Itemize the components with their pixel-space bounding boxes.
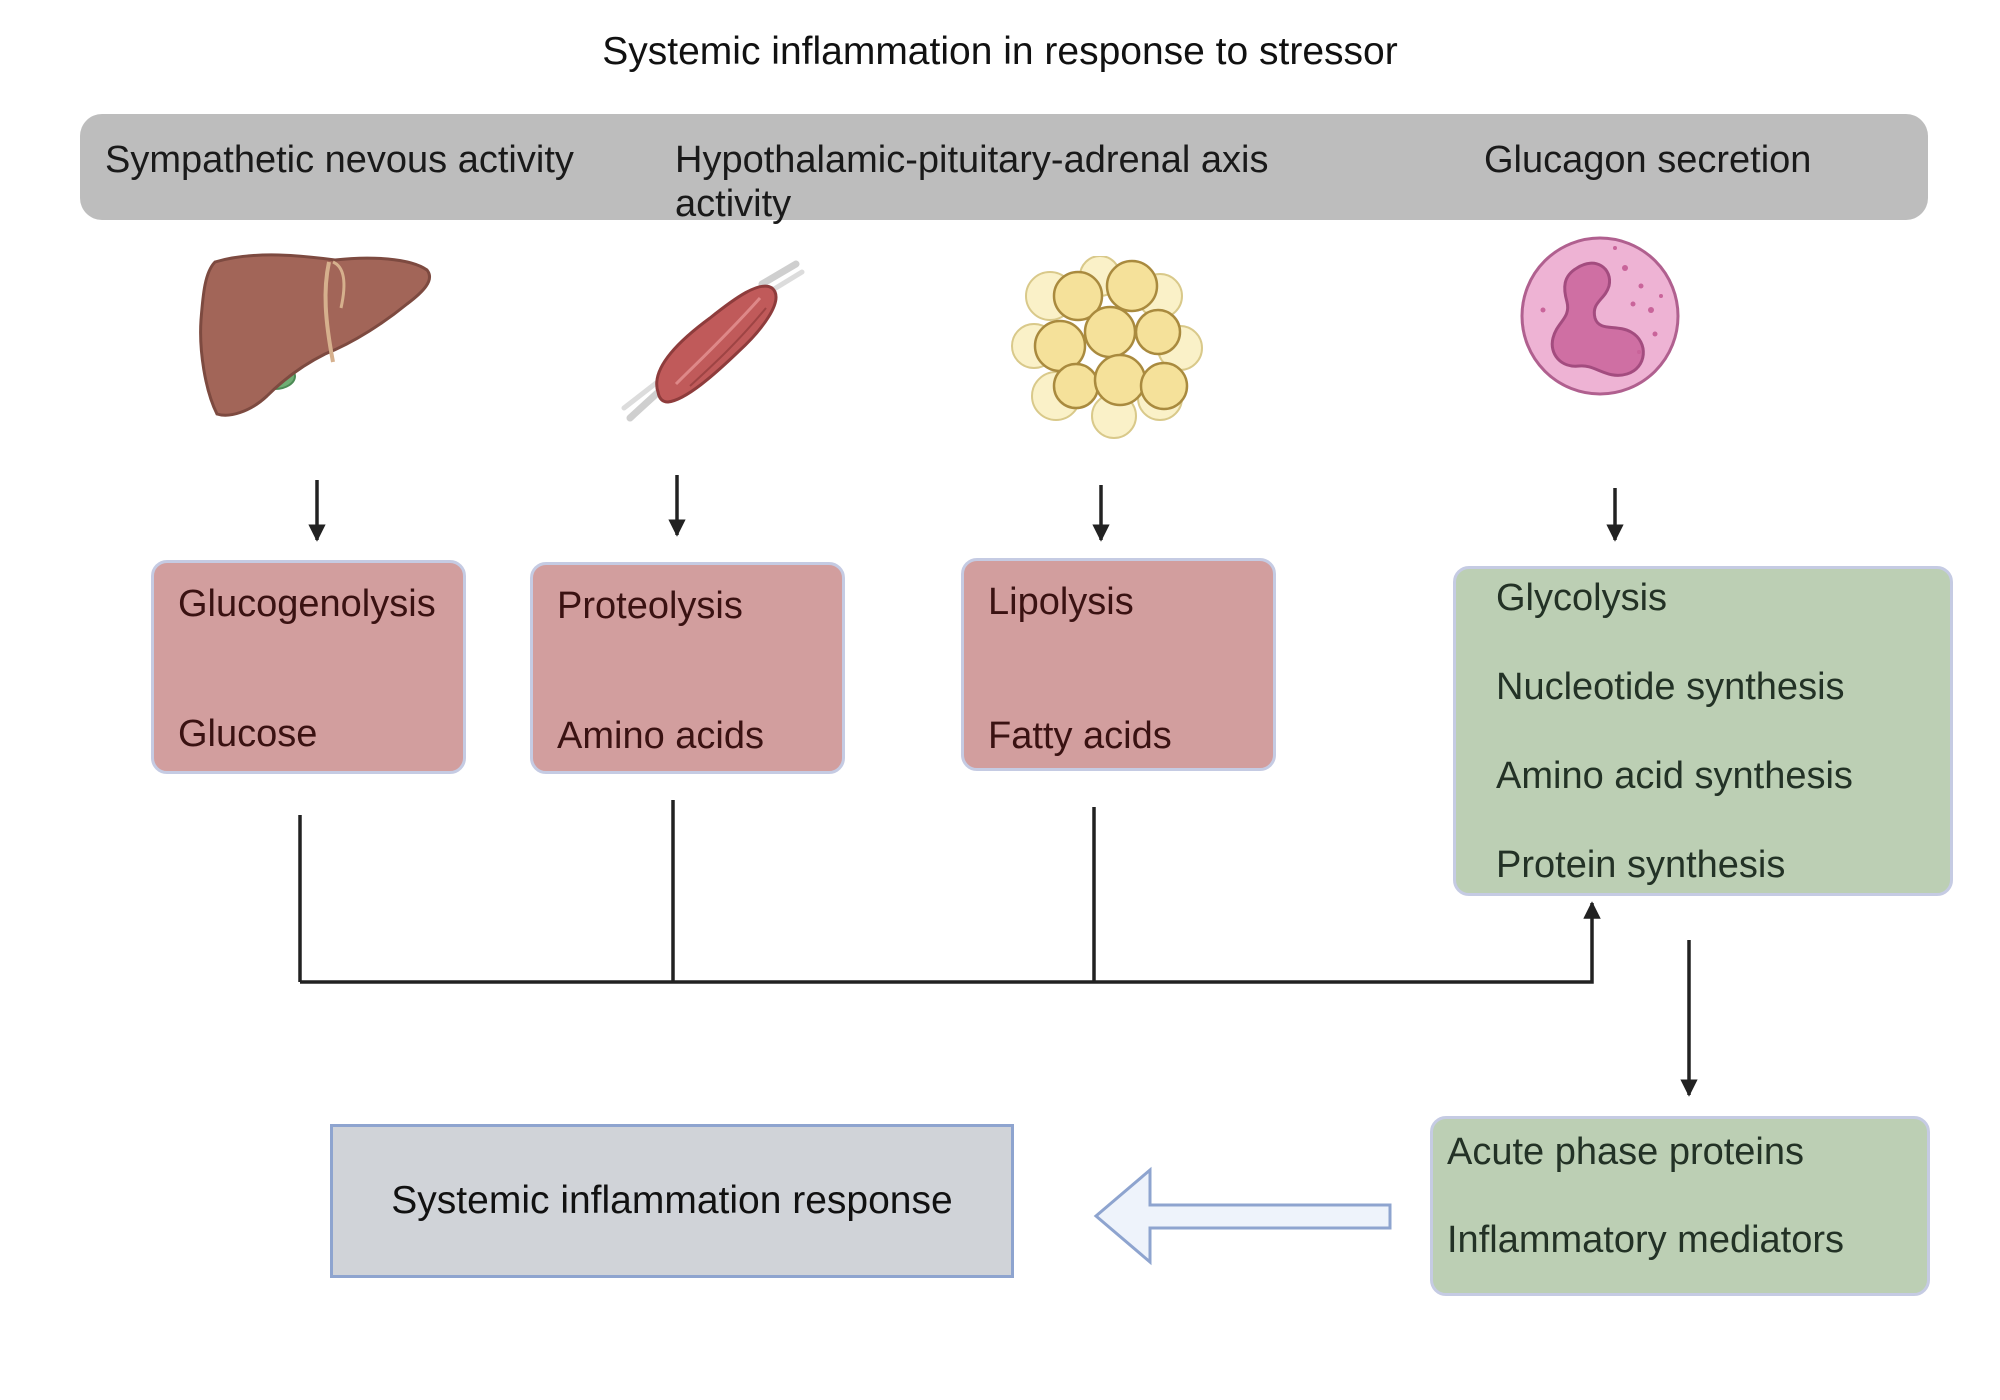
header-sympathetic-activity: Sympathetic nevous activity [105, 139, 574, 181]
adipocytes-icon [1011, 256, 1203, 439]
glycolysis-label: Glycolysis [1496, 577, 1668, 619]
process-label: Lipolysis [988, 581, 1134, 623]
glucogenolysis-box: Glucogenolysis Glucose [151, 560, 466, 774]
product-label: Amino acids [557, 715, 764, 757]
nucleotide-synthesis-label: Nucleotide synthesis [1496, 666, 1845, 708]
process-label: Proteolysis [557, 585, 743, 627]
inflammatory-mediators-label: Inflammatory mediators [1447, 1219, 1845, 1261]
amino-acid-synthesis-label: Amino acid synthesis [1496, 755, 1853, 797]
muscle-icon [621, 260, 805, 422]
product-label: Glucose [178, 713, 318, 755]
protein-synthesis-label: Protein synthesis [1496, 844, 1786, 886]
hollow-arrow-left [1093, 1166, 1392, 1266]
inflammatory-output-box: Acute phase proteins Inflammatory mediat… [1430, 1116, 1930, 1296]
diagram-title: Systemic inflammation in response to str… [602, 30, 1398, 73]
header-bar [80, 114, 1928, 220]
neutrophil-icon [1520, 236, 1680, 396]
header-glucagon-secretion: Glucagon secretion [1484, 139, 1812, 181]
header-hpa-axis-activity: Hypothalamic-pituitary-adrenal axis acti… [675, 139, 1269, 225]
systemic-inflammation-response-box: Systemic inflammation response [330, 1124, 1014, 1278]
product-label: Fatty acids [988, 715, 1172, 757]
response-label: Systemic inflammation response [391, 1179, 953, 1222]
liver-icon [199, 253, 431, 417]
process-label: Glucogenolysis [178, 583, 436, 625]
proteolysis-box: Proteolysis Amino acids [530, 562, 845, 774]
acute-phase-proteins-label: Acute phase proteins [1447, 1131, 1805, 1173]
lipolysis-box: Lipolysis Fatty acids [961, 558, 1276, 771]
immune-metabolism-box: Glycolysis Nucleotide synthesis Amino ac… [1453, 566, 1953, 896]
connector-to-immune-box [300, 901, 1601, 984]
